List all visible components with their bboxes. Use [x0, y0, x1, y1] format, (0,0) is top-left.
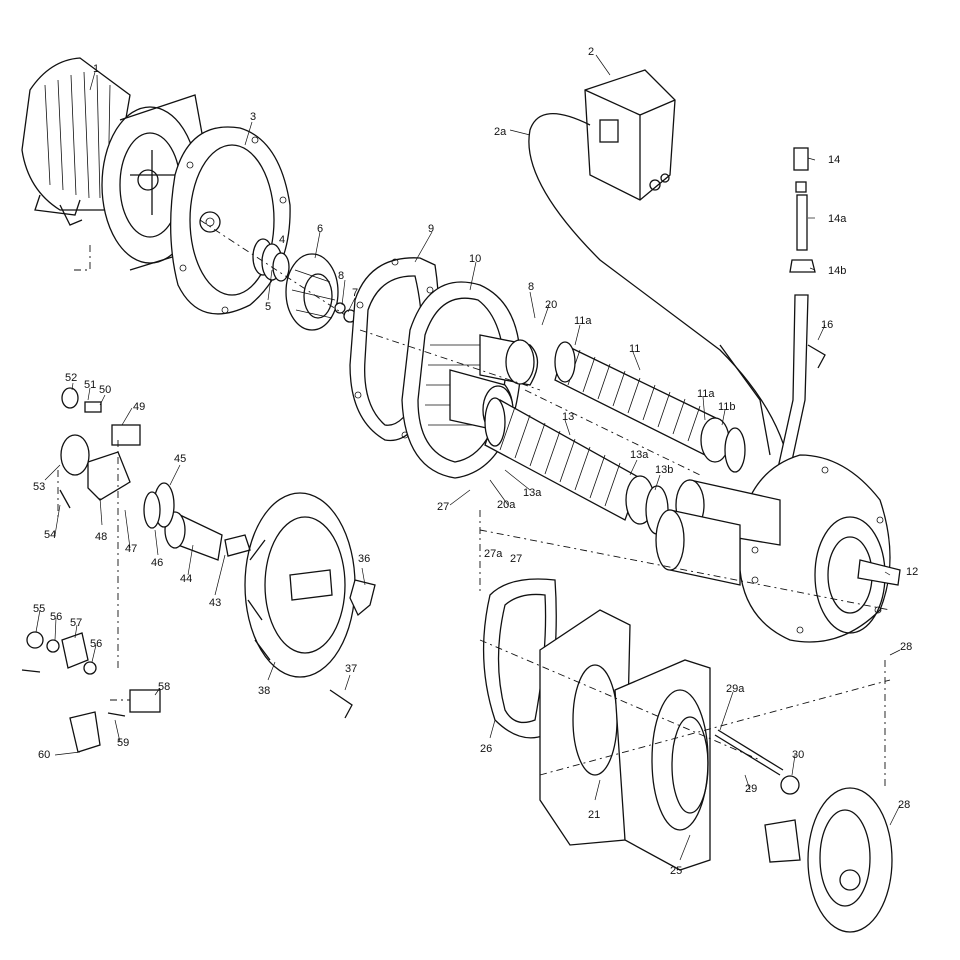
label-47: 47 [125, 543, 137, 555]
label-28-lower: 28 [898, 799, 910, 811]
label-27-lower: 27 [510, 553, 522, 565]
label-10: 10 [469, 253, 481, 265]
label-11b: 11b [718, 401, 736, 413]
label-26: 26 [480, 743, 492, 755]
label-43: 43 [209, 597, 221, 609]
part-2-control-box [584, 69, 676, 201]
part-55-60-electrode [21, 631, 161, 753]
label-27a: 27a [484, 548, 503, 560]
part-48-nozzle-holder [59, 387, 141, 509]
part-11-flex-hose [554, 341, 746, 473]
label-45: 45 [174, 453, 186, 465]
label-14: 14 [828, 154, 840, 166]
label-36: 36 [358, 553, 370, 565]
label-52: 52 [65, 372, 77, 384]
label-56-right: 56 [90, 638, 102, 650]
label-11a-right: 11a [697, 388, 715, 400]
label-13: 13 [562, 411, 574, 423]
label-57: 57 [70, 617, 82, 629]
assembly-lines [57, 219, 891, 790]
label-1: 1 [93, 63, 99, 75]
label-12: 12 [906, 566, 918, 578]
label-4: 4 [279, 234, 285, 246]
label-60: 60 [38, 749, 50, 761]
part-16-hose [777, 294, 809, 471]
part-2a-cable [528, 112, 791, 471]
part-12-burner-housing [655, 454, 901, 643]
label-30: 30 [792, 749, 804, 761]
label-21: 21 [588, 809, 600, 821]
label-3: 3 [250, 111, 256, 123]
label-28-upper: 28 [900, 641, 912, 653]
label-2: 2 [588, 46, 594, 58]
leader-lines [35, 54, 901, 861]
label-20: 20 [545, 299, 557, 311]
label-29a: 29a [726, 683, 745, 695]
label-6: 6 [317, 223, 323, 235]
part-3-flange-plate [170, 126, 291, 315]
label-51: 51 [84, 379, 96, 391]
label-2a: 2a [494, 126, 507, 138]
label-20a: 20a [497, 499, 516, 511]
label-14a: 14a [828, 213, 847, 225]
part-14-fitting [789, 147, 816, 273]
label-8-upper: 8 [338, 270, 344, 282]
label-53: 53 [33, 481, 45, 493]
label-16: 16 [821, 319, 833, 331]
part-7-8-nut-washer [334, 302, 357, 323]
label-14b: 14b [828, 265, 846, 277]
label-11: 11 [629, 343, 640, 355]
label-46: 46 [151, 557, 163, 569]
label-58: 58 [158, 681, 170, 693]
label-7: 7 [352, 287, 358, 299]
label-44: 44 [180, 573, 192, 585]
label-27: 27 [437, 501, 449, 513]
label-49: 49 [133, 401, 145, 413]
label-54: 54 [44, 529, 56, 541]
part-labels: 1 2 2a 3 4 5 6 7 8 8 9 10 11 11a 11a 11b… [33, 46, 918, 877]
label-55: 55 [33, 603, 45, 615]
part-6-fan-wheel [285, 253, 339, 331]
part-4-5-coupling [252, 238, 290, 282]
label-5: 5 [265, 301, 271, 313]
label-38: 38 [258, 685, 270, 697]
part-13-flex-hose [484, 397, 669, 535]
label-48: 48 [95, 531, 107, 543]
label-11a-top: 11a [574, 315, 592, 327]
label-25: 25 [670, 865, 682, 877]
part-25-plate [614, 659, 711, 871]
label-50: 50 [99, 384, 111, 396]
label-37: 37 [345, 663, 357, 675]
part-21-insulation [539, 609, 631, 846]
part-28-end-cover [764, 787, 893, 933]
label-8-right: 8 [528, 281, 534, 293]
label-13a-left: 13a [523, 487, 542, 499]
label-13a-right: 13a [630, 449, 649, 461]
label-59: 59 [117, 737, 129, 749]
label-56-left: 56 [50, 611, 62, 623]
label-29: 29 [745, 783, 757, 795]
label-9: 9 [428, 223, 434, 235]
label-13b: 13b [655, 464, 673, 476]
part-38-mixing-head [143, 482, 376, 719]
